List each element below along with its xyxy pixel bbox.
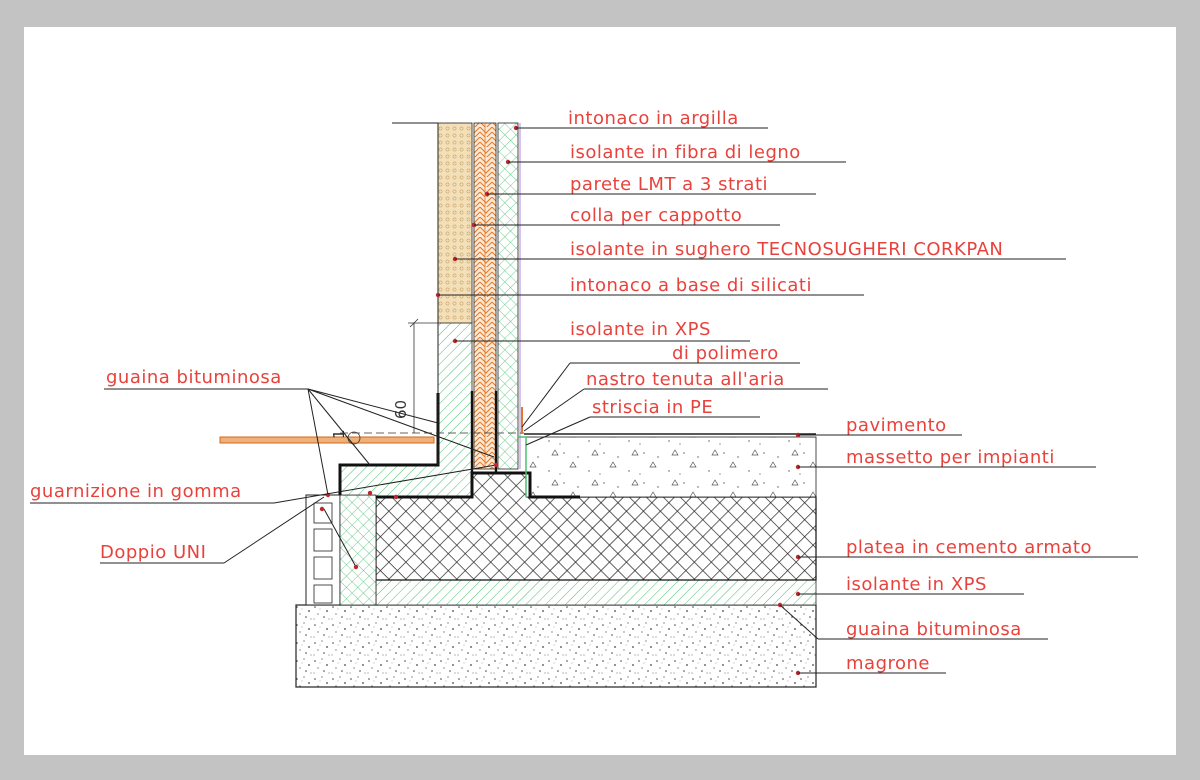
label-guaina-right: guaina bituminosa (777, 602, 1048, 640)
label-isolante-fibra-legno: isolante in fibra di legno (505, 142, 846, 165)
svg-text:guaina bituminosa: guaina bituminosa (106, 367, 282, 388)
magrone-layer (295, 604, 817, 688)
drawing-sheet: 60 1 intonaco in argilla isolante in fib… (24, 27, 1176, 755)
label-isolante-xps-wall: isolante in XPS (452, 319, 750, 344)
svg-text:di polimero: di polimero (672, 343, 779, 364)
cork-insulation (437, 122, 473, 324)
construction-detail-drawing: 60 1 intonaco in argilla isolante in fib… (30, 108, 1138, 688)
svg-text:nastro tenuta all'aria: nastro tenuta all'aria (586, 369, 785, 390)
label-isolante-xps-slab: isolante in XPS (795, 574, 1024, 597)
label-doppio-uni: Doppio UNI (100, 496, 359, 570)
svg-text:guarnizione in gomma: guarnizione in gomma (30, 481, 242, 502)
svg-text:isolante in XPS: isolante in XPS (570, 319, 711, 340)
svg-text:guaina bituminosa: guaina bituminosa (846, 619, 1022, 640)
label-pavimento: pavimento (795, 415, 962, 438)
svg-text:isolante in XPS: isolante in XPS (846, 574, 987, 595)
label-intonaco-argilla: intonaco in argilla (513, 108, 768, 131)
label-isolante-sughero: isolante in sughero TECNOSUGHERI CORKPAN (452, 239, 1066, 262)
svg-text:pavimento: pavimento (846, 415, 947, 436)
label-striscia-pe: striscia in PE (525, 397, 760, 446)
brick-column (305, 494, 341, 606)
label-platea: platea in cemento armato (795, 537, 1138, 560)
svg-text:Doppio UNI: Doppio UNI (100, 542, 206, 563)
label-intonaco-silicati: intonaco a base di silicati (435, 275, 864, 298)
svg-text:isolante in sughero TECNOSUGHE: isolante in sughero TECNOSUGHERI CORKPAN (570, 239, 1003, 260)
svg-text:parete LMT a 3 strati: parete LMT a 3 strati (570, 174, 768, 195)
screed-layer (525, 436, 817, 498)
label-di-polimero: di polimero (570, 343, 800, 364)
svg-text:striscia in PE: striscia in PE (592, 397, 713, 418)
svg-text:intonaco in argilla: intonaco in argilla (568, 108, 739, 129)
svg-text:isolante in fibra di legno: isolante in fibra di legno (570, 142, 801, 163)
external-deck-board (219, 436, 435, 444)
svg-text:magrone: magrone (846, 653, 930, 674)
label-guarnizione: guarnizione in gomma (30, 462, 499, 504)
label-magrone: magrone (795, 653, 946, 676)
svg-text:colla per cappotto: colla per cappotto (570, 205, 742, 226)
svg-text:platea in cemento armato: platea in cemento armato (846, 537, 1092, 558)
dimension-60-text: 60 (392, 400, 410, 419)
dimension-1-text: 1 (330, 429, 348, 439)
label-guaina-left: guaina bituminosa (104, 367, 495, 498)
label-parete-lmt: parete LMT a 3 strati (484, 174, 816, 197)
label-massetto: massetto per impianti (795, 447, 1096, 470)
wood-fibre-insulation (497, 122, 519, 470)
label-colla-cappotto: colla per cappotto (471, 205, 780, 228)
dimension-60: 60 (392, 318, 438, 433)
slab-xps-layer (375, 579, 817, 606)
svg-text:intonaco a base di silicati: intonaco a base di silicati (570, 275, 812, 296)
label-nastro-tenuta: nastro tenuta all'aria (521, 362, 828, 432)
svg-text:massetto per impianti: massetto per impianti (846, 447, 1055, 468)
perimeter-xps (339, 494, 377, 606)
bitumen-membrane-step (376, 471, 580, 499)
